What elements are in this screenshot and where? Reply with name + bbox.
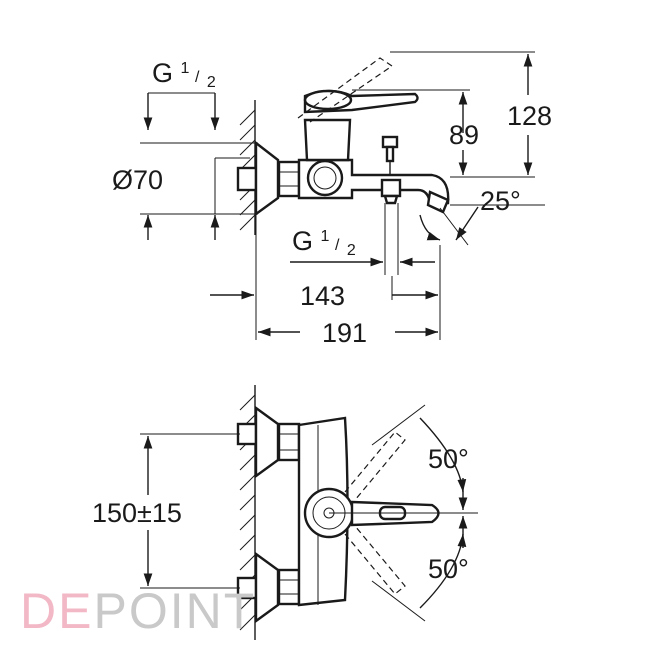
inlet-nut [236, 166, 258, 192]
depth-191-label: 191 [322, 318, 367, 348]
cartridge-housing [303, 118, 352, 162]
angle-up-label: 50° [428, 444, 469, 474]
spout-angle-label: 25° [480, 186, 521, 216]
lower-hex-connector [277, 568, 301, 606]
outlet-stub [380, 178, 402, 198]
upper-hex-connector [277, 422, 301, 462]
watermark-logo: DEPOINT [20, 583, 256, 639]
front-view: 50° 50° 150±15 [92, 385, 478, 640]
depth-143-label: 143 [300, 281, 345, 311]
upper-inlet-nut [236, 422, 258, 446]
watermark-part2: POINT [93, 583, 256, 639]
watermark-part1: DE [20, 583, 93, 639]
cartridge-cap [306, 159, 344, 197]
centers-label: 150±15 [92, 498, 182, 528]
hex-connector [277, 160, 301, 198]
side-view: G 1 / 2 Ø70 89 128 25° G [112, 49, 552, 348]
upper-rosette [254, 405, 280, 479]
lever-up-outline [344, 431, 406, 501]
angle-down-label: 50° [428, 554, 469, 584]
lever-cap [303, 89, 353, 111]
diverter-knob [381, 135, 399, 149]
thread-label-bottom: G 1 / 2 [292, 217, 356, 259]
height-128-label: 128 [507, 101, 552, 131]
rosette [254, 140, 280, 217]
lever-down-outline [344, 525, 406, 595]
lever-raised-outline [297, 57, 394, 123]
diameter-label: Ø70 [112, 165, 163, 195]
lower-rosette [254, 551, 280, 624]
thread-label-top: G 1 / 2 [152, 49, 216, 91]
height-89-label: 89 [449, 120, 479, 150]
